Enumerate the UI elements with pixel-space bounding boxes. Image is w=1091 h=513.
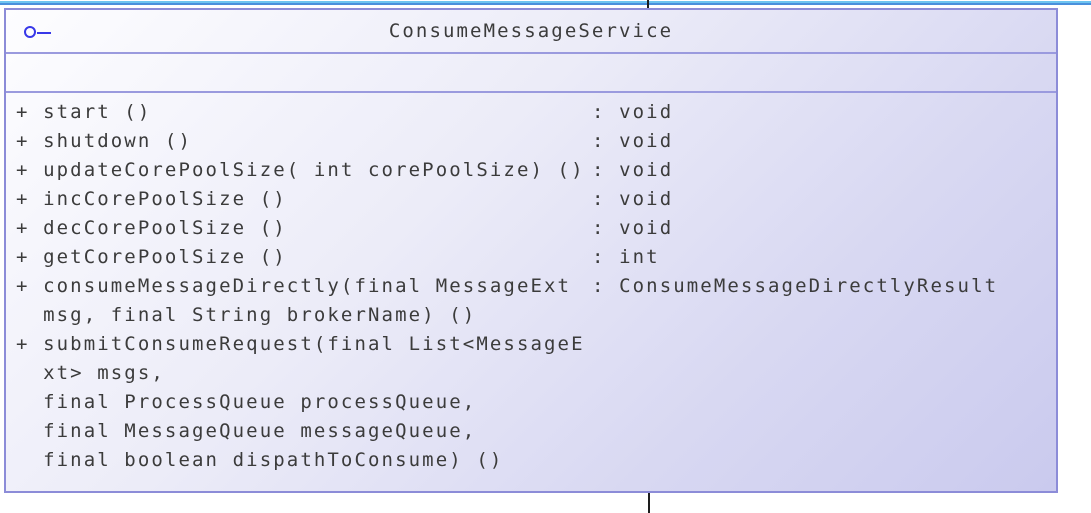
window-top-edge <box>0 1 1091 5</box>
class-title-compartment[interactable]: ConsumeMessageService <box>6 10 1056 54</box>
methods-return-types: : void : void : void : void : void : int… <box>592 101 999 297</box>
lollipop-circle <box>24 26 36 38</box>
connector-line-top[interactable] <box>647 0 649 9</box>
class-methods-compartment[interactable]: + start () + shutdown () + updateCorePoo… <box>6 93 1056 489</box>
interface-lollipop-icon <box>24 25 54 39</box>
connector-line-bottom[interactable] <box>648 492 650 513</box>
class-attributes-compartment[interactable] <box>6 54 1056 93</box>
class-name: ConsumeMessageService <box>388 20 674 42</box>
lollipop-stick <box>37 32 51 34</box>
methods-signatures: + start () + shutdown () + updateCorePoo… <box>16 101 585 471</box>
uml-class-box[interactable]: ConsumeMessageService + start () + shutd… <box>4 8 1058 493</box>
